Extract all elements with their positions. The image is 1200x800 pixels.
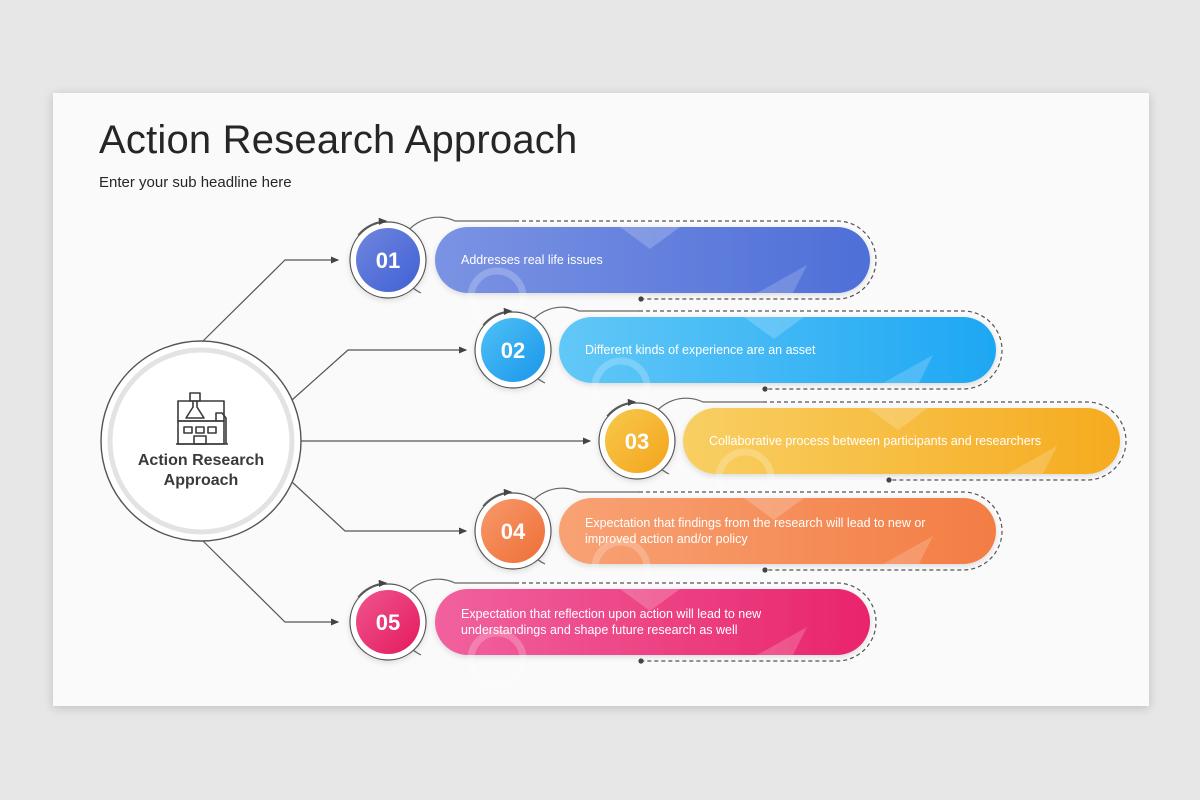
step-02: 02 (474, 306, 1003, 417)
badge-circle (481, 499, 545, 563)
step-05: 05 (349, 578, 877, 689)
step-dashed-outline (515, 582, 877, 662)
badge-cycle-arrow (357, 579, 388, 598)
badge-cycle-arrow (606, 398, 637, 417)
outline-end-dot (762, 567, 768, 573)
step-bar (559, 498, 996, 564)
outline-end-dot (886, 477, 892, 483)
step-text: Expectation that findings from the resea… (585, 516, 926, 546)
outline-end-dot (762, 386, 768, 392)
badge-cycle-arrow (482, 488, 513, 507)
page-subtitle: Enter your sub headline here (99, 174, 292, 191)
connector-lines (201, 256, 592, 626)
bar-decor-ring (467, 629, 527, 689)
bar-decor-triangle (620, 227, 680, 249)
step-text: Collaborative process between participan… (709, 434, 1042, 448)
badge-circle (356, 590, 420, 654)
step-01: 01 (349, 216, 877, 327)
outline-end-dot (638, 296, 644, 302)
step-bar (683, 408, 1120, 474)
page-title: Action Research Approach (99, 118, 578, 162)
step-number: 04 (501, 519, 526, 544)
step-dashed-outline (763, 401, 1127, 481)
step-text: Expectation that reflection upon action … (461, 607, 762, 637)
step-number: 05 (376, 610, 400, 635)
hub-label: Action Research Approach (137, 452, 265, 489)
bar-decor-triangle (868, 408, 928, 430)
badge-circle (356, 228, 420, 292)
step-03: 03 (598, 397, 1127, 508)
badge-circle (605, 409, 669, 473)
hub-circle (100, 340, 302, 542)
step-number: 02 (501, 338, 525, 363)
connector-05 (201, 539, 340, 626)
step-04: 04 (474, 487, 1003, 598)
outline-end-dot (638, 658, 644, 664)
bar-decor-triangle (1007, 446, 1057, 474)
step-bar (559, 317, 996, 383)
bar-decor-triangle (757, 627, 807, 655)
step-dashed-outline (639, 491, 1003, 571)
badge-circle (481, 318, 545, 382)
step-text: Different kinds of experience are an ass… (585, 343, 816, 357)
step-number: 03 (625, 429, 649, 454)
badge-cycle-arrow (357, 217, 388, 236)
bar-decor-triangle (744, 498, 804, 520)
lab-building-icon (176, 392, 228, 445)
connector-04 (291, 481, 468, 535)
badge-cycle-arrow (482, 307, 513, 326)
bar-decor-triangle (757, 265, 807, 293)
step-dashed-outline (639, 310, 1003, 390)
step-number: 01 (376, 248, 400, 273)
bar-decor-triangle (883, 536, 933, 564)
step-dashed-outline (515, 220, 877, 300)
connector-02 (291, 346, 468, 401)
step-bar (435, 589, 870, 655)
step-text: Addresses real life issues (461, 253, 603, 267)
step-bar (435, 227, 870, 293)
bar-decor-triangle (883, 355, 933, 383)
bar-decor-triangle (620, 589, 680, 611)
connector-01 (201, 256, 340, 343)
item-layer: 01 02 03 04 05 (349, 216, 1127, 689)
bar-decor-triangle (744, 317, 804, 339)
